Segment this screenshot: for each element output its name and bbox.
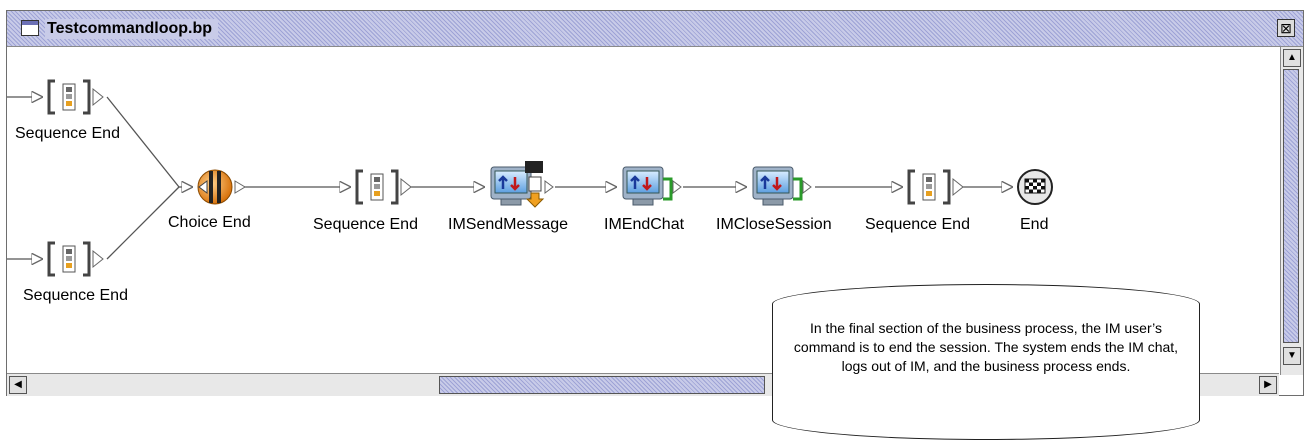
scroll-left-icon[interactable]: ◀ <box>9 376 27 394</box>
sequence-icon[interactable] <box>47 241 104 277</box>
computer-icon[interactable] <box>752 166 812 206</box>
connector <box>106 186 180 260</box>
node-label-sequence-end-1: Sequence End <box>15 125 120 142</box>
node-label-imendchat: IMEndChat <box>604 216 685 233</box>
node-label-sequence-end-3: Sequence End <box>313 216 418 233</box>
callout-text: In the final section of the business pro… <box>793 320 1179 374</box>
scroll-down-icon[interactable]: ▼ <box>1283 347 1301 365</box>
close-icon[interactable]: ⊠ <box>1277 19 1295 37</box>
sequence-icon[interactable] <box>47 79 104 115</box>
node-label-imsendmessage: IMSendMessage <box>448 216 569 233</box>
connectors <box>7 97 1013 259</box>
callout-bubble: In the final section of the business pro… <box>772 284 1200 440</box>
scroll-up-icon[interactable]: ▲ <box>1283 49 1301 67</box>
vertical-scrollbar[interactable]: ▲ ▼ <box>1280 47 1303 375</box>
sequence-icon[interactable] <box>907 169 964 205</box>
choice-icon[interactable] <box>197 169 246 205</box>
node-label-sequence-end-4: Sequence End <box>865 216 970 233</box>
window-icon <box>21 20 39 36</box>
node-label-imclosesession: IMCloseSession <box>716 216 832 233</box>
computer-icon[interactable] <box>622 166 682 206</box>
title-bar[interactable]: Testcommandloop.bp ⊠ <box>7 11 1303 47</box>
node-label-sequence-end-2: Sequence End <box>23 287 128 304</box>
sequence-icon[interactable] <box>355 169 412 205</box>
scroll-right-icon[interactable]: ▶ <box>1259 376 1277 394</box>
node-label-end: End <box>1020 216 1049 233</box>
horizontal-scroll-thumb[interactable] <box>439 376 765 394</box>
vertical-scroll-thumb[interactable] <box>1283 69 1299 343</box>
node-label-choice-end: Choice End <box>168 214 251 231</box>
computer-message-icon[interactable] <box>490 161 554 208</box>
process-window: Testcommandloop.bp ⊠ <box>6 10 1304 396</box>
checkered-flag-icon[interactable] <box>1017 169 1053 205</box>
process-diagram <box>7 79 1053 277</box>
connector <box>106 96 180 188</box>
window-title: Testcommandloop.bp <box>45 19 219 39</box>
